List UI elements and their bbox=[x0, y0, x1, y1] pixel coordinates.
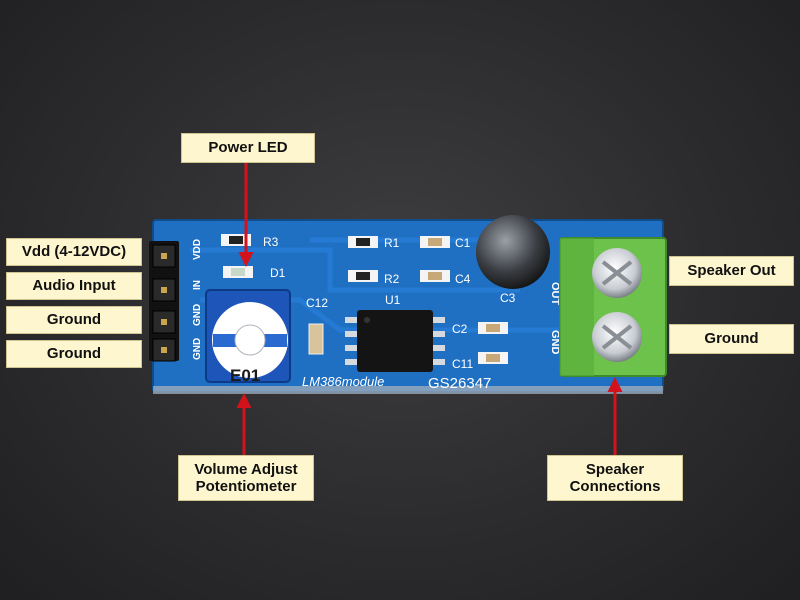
pot-marking: E01 bbox=[230, 366, 260, 385]
silk-r2: R2 bbox=[384, 272, 400, 286]
callout-power-led: Power LED bbox=[181, 133, 315, 163]
pin-header bbox=[149, 241, 179, 362]
potentiometer: E01 bbox=[205, 289, 291, 385]
pin-label-gnd: GND bbox=[192, 338, 203, 360]
callout-ground: Ground bbox=[6, 306, 142, 334]
callout-ground-right: Ground bbox=[669, 324, 794, 354]
silk-c4: C4 bbox=[455, 272, 471, 286]
silk-c11: C11 bbox=[452, 357, 473, 371]
pin-label-gnd: GND bbox=[192, 304, 203, 326]
silk-out: OUT bbox=[549, 282, 561, 306]
silk-c12: C12 bbox=[306, 296, 328, 310]
capacitor-c3 bbox=[476, 215, 550, 289]
capacitor-c12 bbox=[308, 323, 324, 355]
silk-gnd: GND bbox=[549, 330, 561, 355]
silk-module-name: LM386module bbox=[302, 374, 384, 389]
pin-label-vdd: VDD bbox=[192, 239, 203, 260]
ic-lm386 bbox=[345, 310, 445, 372]
screw-terminal bbox=[559, 237, 667, 377]
pcb-edge bbox=[153, 386, 663, 394]
silk-r3: R3 bbox=[263, 235, 279, 249]
silk-r1: R1 bbox=[384, 236, 400, 250]
callout-speaker-out: Speaker Out bbox=[669, 256, 794, 286]
silk-board-id: GS26347 bbox=[428, 375, 491, 392]
silk-c3: C3 bbox=[500, 291, 516, 305]
pcb-trace bbox=[190, 247, 520, 293]
callout-ground: Ground bbox=[6, 340, 142, 368]
callout-speaker-connections: Speaker Connections bbox=[547, 455, 683, 501]
silk-d1: D1 bbox=[270, 266, 286, 280]
silk-u1: U1 bbox=[385, 293, 401, 307]
callout-volume-adjust: Volume Adjust Potentiometer bbox=[178, 455, 314, 501]
silk-c2: C2 bbox=[452, 322, 468, 336]
callout-audio-input: Audio Input bbox=[6, 272, 142, 300]
silk-c1: C1 bbox=[455, 236, 471, 250]
callout-vdd: Vdd (4-12VDC) bbox=[6, 238, 142, 266]
pin-label-in: IN bbox=[192, 280, 203, 290]
